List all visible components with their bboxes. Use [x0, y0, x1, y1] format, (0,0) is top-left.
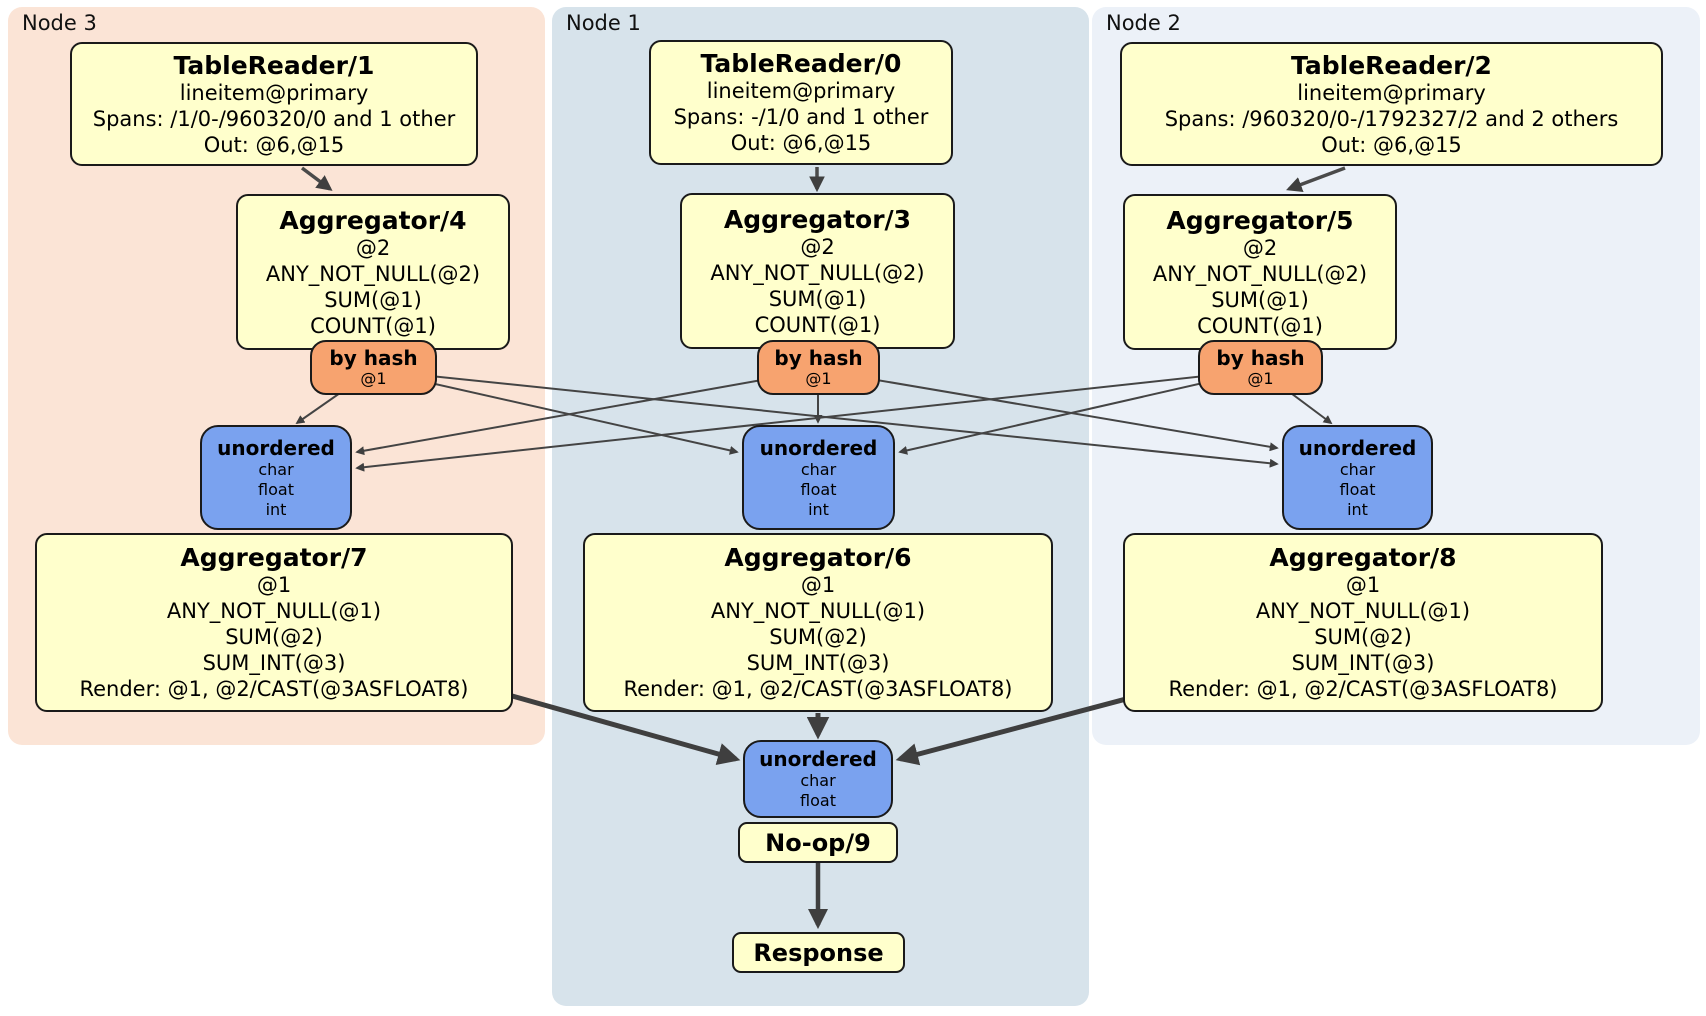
- agg-fn: SUM(@1): [768, 286, 867, 311]
- agg-fn: SUM(@2): [769, 625, 867, 649]
- edge-hash1-un3: [355, 369, 819, 456]
- aggregator-5-box: Aggregator/5 @2 ANY_NOT_NULL(@2) SUM(@1)…: [1123, 194, 1397, 350]
- sync-col-type: int: [1347, 499, 1368, 519]
- tablereader-0-box: TableReader/0 lineitem@primary Spans: -/…: [649, 40, 953, 165]
- node3-label: Node 3: [22, 11, 97, 35]
- unordered-sync-final: unordered char float: [743, 740, 893, 818]
- processor-title: Aggregator/7: [180, 543, 368, 572]
- tablereader-2-box: TableReader/2 lineitem@primary Spans: /9…: [1120, 42, 1663, 166]
- processor-title: Aggregator/5: [1166, 205, 1354, 235]
- router-cols: @1: [805, 369, 832, 388]
- agg-fn: COUNT(@1): [310, 313, 436, 338]
- processor-title: TableReader/2: [1291, 50, 1492, 80]
- group-cols: @1: [1345, 573, 1381, 597]
- group-cols: @2: [355, 235, 391, 260]
- agg-fn: SUM_INT(@3): [202, 651, 346, 675]
- agg-fn: SUM(@2): [225, 625, 323, 649]
- render-expr: Render: @1, @2/CAST(@3ASFLOAT8): [79, 677, 469, 701]
- aggregator-4-box: Aggregator/4 @2 ANY_NOT_NULL(@2) SUM(@1)…: [236, 194, 510, 350]
- sync-col-type: float: [1339, 479, 1376, 499]
- sync-col-type: char: [800, 771, 836, 790]
- processor-out: Out: @6,@15: [1321, 132, 1462, 157]
- sync-type: unordered: [759, 747, 877, 771]
- edge-tr2-agg5: [1286, 166, 1346, 192]
- sync-col-type: char: [1339, 459, 1376, 479]
- hash-router-node2: by hash @1: [1198, 340, 1323, 395]
- agg-fn: ANY_NOT_NULL(@1): [710, 599, 926, 623]
- processor-index: lineitem@primary: [706, 79, 896, 103]
- processor-title: TableReader/0: [700, 49, 902, 78]
- sync-col-type: float: [258, 479, 294, 499]
- router-cols: @1: [360, 369, 387, 388]
- unordered-sync-node1: unordered char float int: [742, 425, 895, 530]
- agg-fn: SUM_INT(@3): [746, 651, 890, 675]
- processor-title: Aggregator/3: [723, 204, 912, 234]
- processor-title: TableReader/1: [173, 50, 375, 80]
- processor-title: Aggregator/8: [1269, 543, 1457, 572]
- router-type: by hash: [1216, 346, 1305, 370]
- agg-fn: ANY_NOT_NULL(@2): [1152, 261, 1368, 286]
- noop-box: No-op/9: [738, 822, 898, 863]
- router-cols: @1: [1247, 369, 1274, 388]
- unordered-sync-node2: unordered char float int: [1282, 425, 1433, 530]
- processor-index: lineitem@primary: [1297, 80, 1486, 105]
- group-cols: @1: [256, 573, 292, 597]
- agg-fn: SUM(@2): [1314, 625, 1412, 649]
- aggregator-7-box: Aggregator/7 @1 ANY_NOT_NULL(@1) SUM(@2)…: [35, 533, 513, 712]
- router-type: by hash: [774, 346, 863, 370]
- agg-fn: SUM_INT(@3): [1291, 651, 1435, 675]
- agg-fn: SUM(@1): [1211, 287, 1309, 312]
- sync-type: unordered: [759, 435, 878, 460]
- hash-router-node3: by hash @1: [310, 340, 437, 395]
- sync-col-type: float: [800, 791, 836, 810]
- response-box: Response: [732, 932, 905, 973]
- processor-title: Response: [753, 938, 884, 967]
- agg-fn: ANY_NOT_NULL(@2): [265, 261, 481, 286]
- hash-router-node1: by hash @1: [757, 340, 880, 395]
- group-cols: @2: [800, 234, 835, 259]
- aggregator-6-box: Aggregator/6 @1 ANY_NOT_NULL(@1) SUM(@2)…: [583, 533, 1053, 712]
- sync-type: unordered: [217, 435, 335, 460]
- aggregator-3-box: Aggregator/3 @2 ANY_NOT_NULL(@2) SUM(@1)…: [680, 193, 955, 349]
- agg-fn: COUNT(@1): [1197, 313, 1323, 338]
- sync-type: unordered: [1298, 435, 1417, 460]
- edge-agg7-unfinal: [497, 689, 741, 765]
- edge-tr1-agg4: [300, 166, 333, 191]
- sync-col-type: float: [800, 479, 837, 499]
- processor-title: No-op/9: [765, 828, 871, 857]
- processor-spans: Spans: /960320/0-/1792327/2 and 2 others: [1164, 106, 1619, 131]
- aggregator-8-box: Aggregator/8 @1 ANY_NOT_NULL(@1) SUM(@2)…: [1123, 533, 1603, 712]
- processor-title: Aggregator/6: [724, 543, 912, 572]
- tablereader-1-box: TableReader/1 lineitem@primary Spans: /1…: [70, 42, 478, 166]
- agg-fn: COUNT(@1): [754, 312, 881, 337]
- sync-col-type: int: [265, 499, 287, 519]
- edge-hash1-un2: [817, 369, 1279, 452]
- node2-label: Node 2: [1106, 11, 1181, 35]
- processor-out: Out: @6,@15: [203, 132, 345, 157]
- router-type: by hash: [329, 346, 418, 370]
- sync-col-type: int: [808, 499, 829, 519]
- agg-fn: ANY_NOT_NULL(@1): [166, 599, 382, 623]
- agg-fn: ANY_NOT_NULL(@2): [710, 260, 925, 285]
- processor-title: Aggregator/4: [279, 205, 467, 235]
- edge-agg8-unfinal: [895, 691, 1146, 766]
- render-expr: Render: @1, @2/CAST(@3ASFLOAT8): [1168, 677, 1558, 701]
- unordered-sync-node3: unordered char float int: [200, 425, 352, 530]
- node1-label: Node 1: [566, 11, 641, 35]
- render-expr: Render: @1, @2/CAST(@3ASFLOAT8): [623, 677, 1013, 701]
- processor-index: lineitem@primary: [179, 80, 369, 105]
- processor-out: Out: @6,@15: [730, 131, 872, 155]
- processor-spans: Spans: -/1/0 and 1 other: [673, 105, 929, 129]
- sync-col-type: char: [800, 459, 837, 479]
- group-cols: @1: [800, 573, 836, 597]
- agg-fn: SUM(@1): [324, 287, 422, 312]
- group-cols: @2: [1242, 235, 1278, 260]
- edge-hash2-un3: [355, 369, 1261, 472]
- agg-fn: ANY_NOT_NULL(@1): [1255, 599, 1471, 623]
- processor-spans: Spans: /1/0-/960320/0 and 1 other: [92, 106, 456, 131]
- sync-col-type: char: [258, 459, 294, 479]
